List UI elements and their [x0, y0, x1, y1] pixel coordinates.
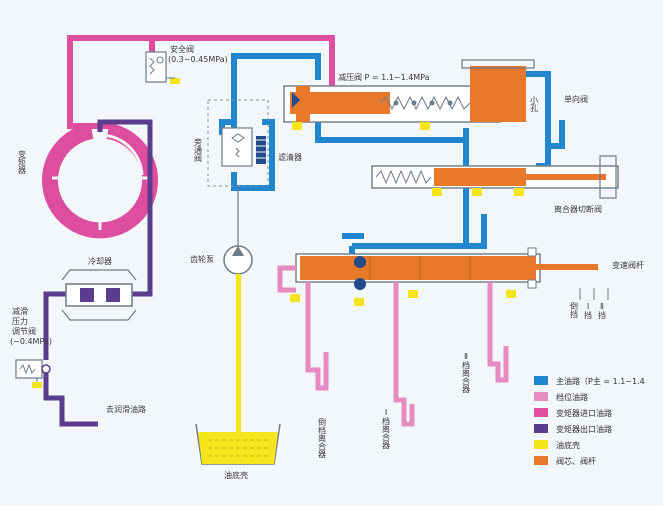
reverse-clutch-label: 倒档离合器	[318, 417, 327, 459]
filter-label: 滤清器	[278, 152, 302, 162]
torque-converter-label: 变矩器	[18, 149, 27, 175]
shift-valve	[290, 247, 609, 306]
safety-valve-label: 安全阀	[170, 44, 194, 54]
small-hole-label: 小孔	[530, 96, 539, 113]
sump-label: 油底壳	[224, 470, 248, 480]
lube-valve-label-c: 调节阀	[12, 327, 36, 336]
legend-swatch-conv_in	[534, 408, 548, 417]
legend-label-sump: 油底壳	[556, 440, 580, 450]
reducing-valve	[283, 59, 535, 130]
converter-outlet-circuit	[43, 119, 153, 427]
legend-label-conv_in: 变矩器进口油路	[556, 408, 612, 418]
gear-1-label: Ⅰ挡	[584, 302, 593, 320]
converter-ring	[42, 123, 158, 239]
legend-swatch-conv_out	[534, 424, 548, 433]
check-valve-label: 单向阀	[564, 94, 588, 104]
reducing-valve-label: 减压阀 P = 1.1~1.4MPa	[338, 72, 430, 82]
legend-swatch-spool	[534, 456, 548, 465]
legend-swatch-sump	[534, 440, 548, 449]
gear-2-label: Ⅱ挡	[598, 302, 607, 320]
legend-swatch-gear	[534, 392, 548, 401]
cooler	[61, 269, 137, 321]
lube-valve-label-b: 压力	[12, 316, 28, 326]
legend-label-gear: 档位油路	[556, 392, 588, 402]
safety-valve	[145, 51, 180, 84]
legend: 主油路（P主 = 1.1~1.4 档位油路变矩器进口油路变矩器出口油路油底壳阀芯、…	[534, 376, 645, 466]
safety-valve-pressure-label: (0.3~0.45MPa)	[168, 55, 228, 64]
legend-label-conv_out: 变矩器出口油路	[556, 424, 612, 434]
main-pressure-circuit	[219, 53, 565, 266]
oil-sump	[195, 423, 281, 465]
gear-pump	[223, 188, 253, 444]
cooler-label: 冷却器	[88, 256, 112, 266]
legend-label-spool: 阀芯、阀杆	[556, 456, 596, 466]
to-lube-label: 去润滑油路	[106, 404, 146, 414]
lube-valve-label-a: 减滑	[12, 306, 28, 316]
bypass-valve-filter	[207, 99, 269, 187]
lube-pressure-valve	[15, 359, 51, 388]
bypass-valve-label: 旁通阀	[194, 137, 203, 163]
shift-spool-label: 变速阀杆	[612, 260, 644, 270]
torque-converter	[42, 123, 158, 239]
clutch-1-label: Ⅰ档离合器	[382, 408, 391, 450]
clutch-cutoff-valve-label: 离合器切断阀	[554, 204, 602, 214]
gear-reverse-label: 倒挡	[570, 301, 579, 319]
lube-valve-label-d: (~0.4MPa)	[10, 337, 52, 346]
gear-pump-label: 齿轮泵	[190, 254, 214, 264]
legend-swatch-main	[534, 376, 548, 385]
clutch-cutoff-valve	[371, 155, 619, 199]
legend-label-main: 主油路（P主 = 1.1~1.4	[556, 376, 645, 386]
clutch-2-label: Ⅱ档离合器	[462, 352, 471, 394]
gear-circuits	[277, 265, 509, 427]
